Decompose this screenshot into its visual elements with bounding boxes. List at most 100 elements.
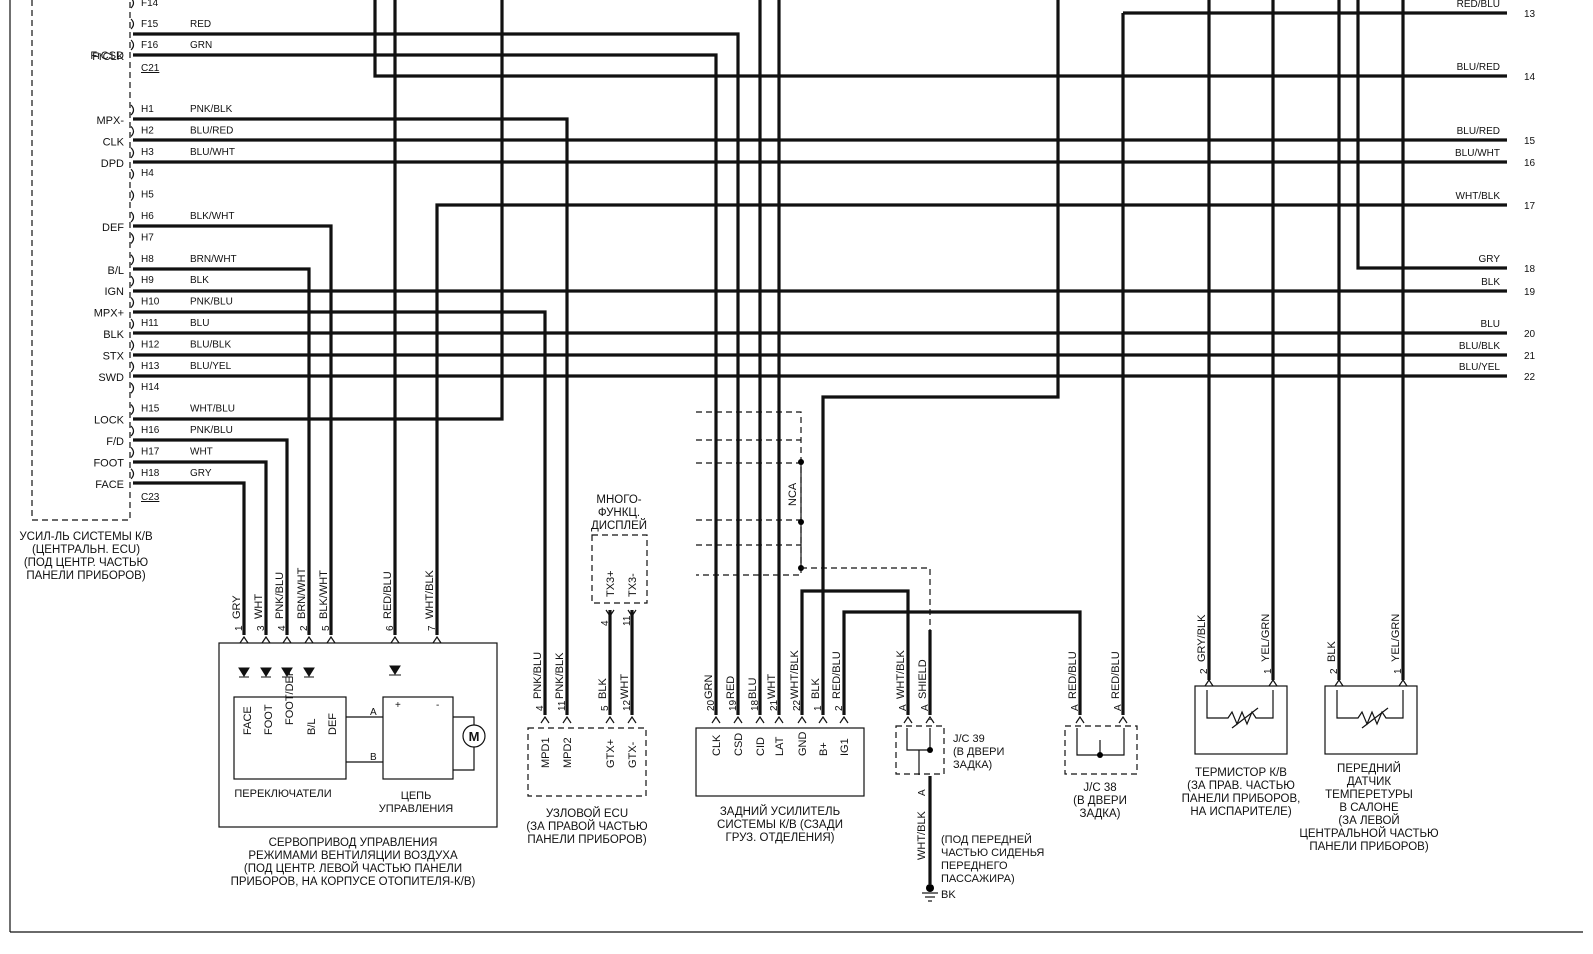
connector-arrow [1268,678,1278,687]
pin-number: 19 [728,699,739,711]
pin-connector [130,104,135,116]
svg-text:ПАССАЖИРА): ПАССАЖИРА) [941,873,1015,885]
wire-color-label: WHT [766,674,778,699]
wire-color-label: BLK/WHT [318,570,330,619]
wire-color-label: RED [725,676,737,699]
pin-connector [130,404,135,416]
signal-label: TX3- [627,573,639,597]
pin-label: H10 [141,297,160,308]
wire-color-label: BLU/WHT [1455,148,1500,159]
pin-label: F15 [141,19,159,30]
svg-text:J/C 39: J/C 39 [953,733,985,745]
wire-color-label: WHT [190,446,213,457]
pin-label: H15 [141,404,160,415]
signal-label: CLK [711,734,723,756]
svg-text:ПЕРЕДНИЙ: ПЕРЕДНИЙ [1337,762,1401,775]
wire-color-label: BLU [190,318,209,329]
wire-segment [1356,0,1507,270]
signal-label: FrCLK [92,51,124,63]
svg-text:ПЕРЕДНЕГО: ПЕРЕДНЕГО [941,860,1008,872]
signal-label: LAT [774,736,786,756]
pin-connector [130,382,135,394]
wire-color-label: BLU/RED [1457,126,1500,137]
connector-arrow [711,715,721,724]
pin-label: H5 [141,190,154,201]
wire-color-label: BLK [1326,641,1338,662]
signal-label: FOOT [93,457,124,469]
wire-color-label: BLK [810,678,822,699]
wire-segment [133,481,246,635]
signal-label: MPD2 [562,737,574,768]
pin-label: H9 [141,275,154,286]
pin-connector [130,275,135,287]
resistor-icon [1336,690,1404,726]
wire-color-label: RED/BLU [1457,0,1500,10]
signal-label: GTX+ [605,739,617,768]
connector-arrow [1204,678,1214,687]
pin-label: H16 [141,425,160,436]
wire-segment [842,610,1082,715]
wire-segment [133,460,268,635]
line-number: 20 [1524,329,1536,340]
line-number: 17 [1524,201,1536,212]
svg-text:УПРАВЛЕНИЯ: УПРАВЛЕНИЯ [379,803,453,815]
pin-label: H18 [141,468,160,479]
pin-number: 11 [622,615,633,626]
signal-label: MPX- [97,115,125,127]
signal-label: GTX- [627,741,639,768]
wire-color-label: SHIELD [917,659,929,699]
svg-text:В САЛОНЕ: В САЛОНЕ [1339,802,1399,814]
pin-connector [130,39,135,51]
line-number: 13 [1524,9,1536,20]
wire-color-label: BLU/BLK [1459,341,1500,352]
svg-text:ЗАДНИЙ УСИЛИТЕЛЬ: ЗАДНИЙ УСИЛИТЕЛЬ [720,805,840,818]
svg-text:РЕЖИМАМИ ВЕНТИЛЯЦИИ ВОЗДУХА: РЕЖИМАМИ ВЕНТИЛЯЦИИ ВОЗДУХА [248,850,458,862]
pin-label: H14 [141,382,160,393]
wire-segment [133,32,740,715]
control-circuit-box [382,696,454,780]
connector-arrow [1118,715,1128,724]
connector-arrow [304,635,314,644]
pin-connector [130,446,135,458]
wire-segment [133,438,289,635]
line-number: 14 [1524,72,1536,83]
diode-icon [303,667,315,678]
component-pins: 1GRY3WHT4PNK/BLU2BRN/WHT5BLK/WHT6RED/BLU… [231,567,1408,768]
junction-connector-38: J/C 38 (В ДВЕРИ ЗАДКА) [1064,725,1138,820]
pin-number: 4 [600,620,611,626]
signal-label: DPD [101,158,124,170]
pin-label: H4 [141,168,154,179]
svg-text:WHT/BLK: WHT/BLK [916,810,928,860]
ground-icon [922,884,938,902]
wire-color-label: PNK/BLU [190,425,233,436]
wire-color-label: BLK [597,678,609,699]
signal-label: CLK [103,136,125,148]
pin-label: H3 [141,147,154,158]
wire-segment [133,0,504,421]
wire-color-label: YEL/GRN [1390,614,1402,662]
svg-text:ГРУЗ. ОТДЕЛЕНИЯ): ГРУЗ. ОТДЕЛЕНИЯ) [725,832,834,844]
central-ecu-box [31,0,131,521]
wire-color-label: WHT/BLK [424,569,436,619]
svg-text:ПАНЕЛИ ПРИБОРОВ,: ПАНЕЛИ ПРИБОРОВ, [1182,793,1301,805]
wire-segment [821,0,1060,715]
diode-icons [238,665,401,678]
wire-color-label: BLU/YEL [190,361,232,372]
svg-text:УСИЛ-ЛЬ СИСТЕМЫ К/В: УСИЛ-ЛЬ СИСТЕМЫ К/В [19,531,153,543]
wire-color-label: BRN/WHT [190,254,237,265]
pin-number: A [920,704,931,711]
pin-label: H17 [141,446,160,457]
pin-number: 20 [706,699,717,711]
svg-text:(ЗА ЛЕВОЙ: (ЗА ЛЕВОЙ [1338,814,1399,827]
pin-number: 2 [299,625,310,631]
wire-color-label: BLK/WHT [190,211,234,222]
svg-text:ТЕРМИСТОР К/В: ТЕРМИСТОР К/В [1195,767,1287,779]
switch-name: FACE [242,706,254,735]
pin-label: H7 [141,232,154,243]
signal-label: BLK [103,329,124,341]
svg-text:МНОГО-: МНОГО- [596,494,641,506]
svg-text:BK: BK [941,889,956,901]
wire-color-label: BRN/WHT [296,567,308,619]
pin-label: H13 [141,361,160,372]
